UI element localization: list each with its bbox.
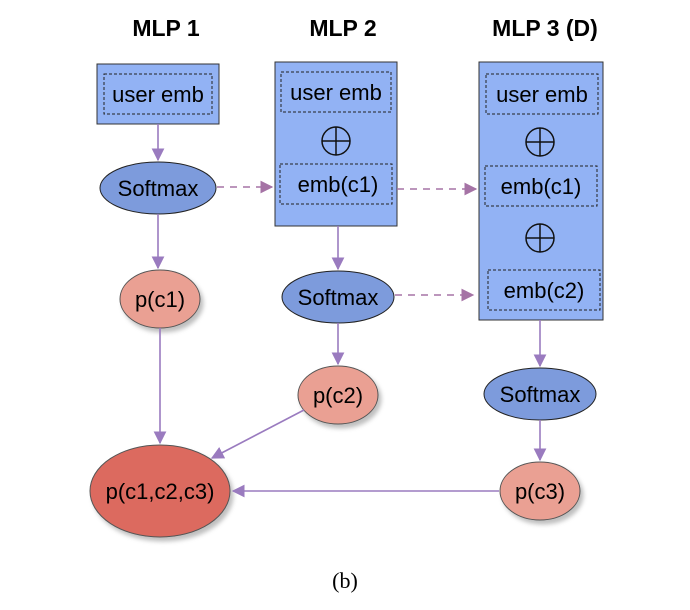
prob-node-c3-label: p(c3) xyxy=(515,479,565,504)
softmax-node-1: Softmax xyxy=(99,161,217,215)
softmax-node-3: Softmax xyxy=(483,367,597,421)
mlp2-emb-c1-label: emb(c1) xyxy=(298,172,379,197)
mlp3-block: user emb emb(c1) emb(c2) xyxy=(478,61,604,321)
softmax-node-2: Softmax xyxy=(281,270,395,324)
figure-caption: (b) xyxy=(332,568,358,593)
mlp1-block: user emb xyxy=(96,63,220,125)
softmax-node-3-label: Softmax xyxy=(500,382,581,407)
column-title-mlp3: MLP 3 (D) xyxy=(492,15,598,41)
mlp3-concat-icon-1 xyxy=(525,127,555,157)
softmax-node-2-label: Softmax xyxy=(298,285,379,310)
joint-prob-node: p(c1,c2,c3) xyxy=(89,444,231,538)
prob-node-c1: p(c1) xyxy=(119,269,201,329)
joint-prob-node-label: p(c1,c2,c3) xyxy=(106,479,215,504)
prob-node-c2-label: p(c2) xyxy=(313,383,363,408)
mlp2-concat-icon xyxy=(321,126,351,156)
arrow-pc2-to-joint xyxy=(210,409,305,459)
mlp3-emb-c1-label: emb(c1) xyxy=(501,174,582,199)
mlp3-concat-icon-2 xyxy=(525,223,555,253)
mlp2-user-emb-label: user emb xyxy=(290,80,382,105)
mlp1-user-emb-label: user emb xyxy=(112,82,204,107)
column-title-mlp1: MLP 1 xyxy=(132,15,200,41)
prob-node-c1-label: p(c1) xyxy=(135,287,185,312)
mlp2-block: user emb emb(c1) xyxy=(274,61,398,227)
mlp3-user-emb-label: user emb xyxy=(496,82,588,107)
mlp3-emb-c2-label: emb(c2) xyxy=(504,278,585,303)
prob-node-c3: p(c3) xyxy=(499,461,581,521)
softmax-node-1-label: Softmax xyxy=(118,176,199,201)
column-title-mlp2: MLP 2 xyxy=(309,15,376,41)
prob-node-c2: p(c2) xyxy=(297,365,379,425)
